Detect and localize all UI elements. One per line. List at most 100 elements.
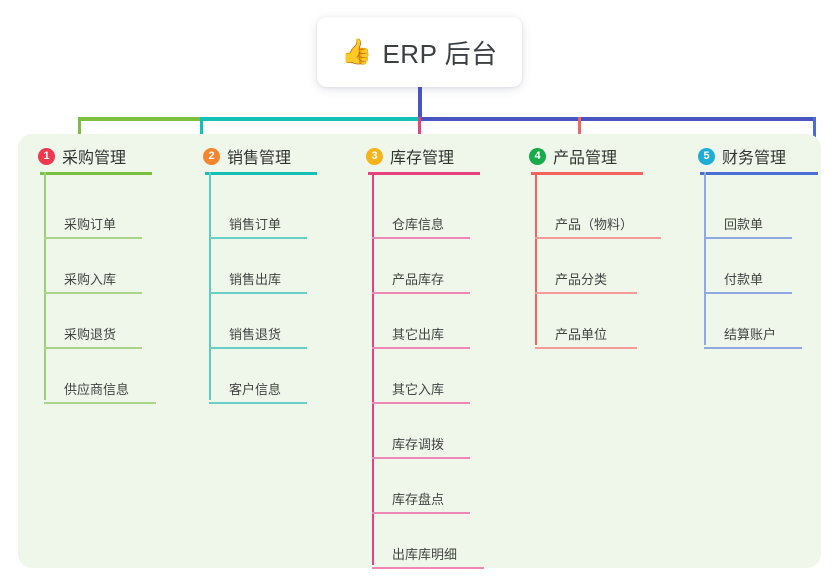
branch-number-badge: 2	[203, 147, 220, 165]
leaf-node-rule	[44, 237, 142, 239]
leaf-node-rule	[535, 292, 637, 294]
branch-title: 销售管理	[227, 150, 292, 167]
leaf-node-label: 采购入库	[64, 272, 117, 287]
branches-panel: 1 采购管理采购订单采购入库采购退货供应商信息 2 销售管理销售订单销售出库销售退货客…	[18, 134, 821, 569]
branch-header-3[interactable]: 3 库存管理	[366, 144, 454, 168]
leaf-node-rule	[535, 347, 637, 349]
leaf-node-rule	[209, 347, 307, 349]
leaf-node-label: 其它入库	[392, 382, 445, 397]
branch-header-rule	[368, 172, 480, 175]
branch-drop-5	[813, 117, 816, 139]
branch-header-2[interactable]: 2 销售管理	[203, 144, 291, 168]
leaf-node-rule	[372, 347, 470, 349]
branch-title: 财务管理	[722, 150, 787, 167]
branch-spine	[209, 172, 211, 400]
leaf-node[interactable]: 销售退货	[209, 319, 313, 349]
leaf-node-rule	[372, 457, 470, 459]
bus-segment-1	[78, 117, 200, 121]
leaf-node-label: 仓库信息	[392, 217, 445, 232]
thumbs-up-icon: 👍	[341, 37, 373, 66]
bus-segment-2	[200, 117, 418, 121]
leaf-node-rule	[372, 402, 470, 404]
leaf-node[interactable]: 产品库存	[372, 264, 476, 294]
leaf-node[interactable]: 产品分类	[535, 264, 643, 294]
leaf-node-label: 产品单位	[555, 327, 608, 342]
leaf-node-label: 销售出库	[229, 272, 282, 287]
leaf-node-rule	[372, 512, 470, 514]
branch-header-rule	[700, 172, 818, 175]
branch-number-badge: 4	[529, 147, 546, 165]
branch-header-rule	[531, 172, 643, 175]
leaf-node-label: 产品分类	[555, 272, 608, 287]
leaf-node-label: 库存调拨	[392, 437, 445, 452]
leaf-node[interactable]: 库存盘点	[372, 484, 476, 514]
leaf-node[interactable]: 库存调拨	[372, 429, 476, 459]
leaf-node[interactable]: 供应商信息	[44, 374, 162, 404]
leaf-node-rule	[704, 347, 802, 349]
branch-spine	[372, 172, 374, 565]
leaf-node-rule	[209, 237, 307, 239]
leaf-node-label: 销售退货	[229, 327, 282, 342]
leaf-node-rule	[44, 347, 142, 349]
branch-spine	[44, 172, 46, 400]
branch-header-rule	[205, 172, 317, 175]
branch-spine	[535, 172, 537, 345]
branch-header-1[interactable]: 1 采购管理	[38, 144, 126, 168]
page-title: ERP 后台	[382, 38, 498, 69]
leaf-node[interactable]: 结算账户	[704, 319, 808, 349]
branch-number-badge: 1	[38, 147, 55, 165]
leaf-node-rule	[209, 292, 307, 294]
branch-number-badge: 3	[366, 147, 383, 165]
leaf-node-rule	[535, 237, 661, 239]
branch-drop-1	[78, 117, 81, 139]
leaf-node-rule	[372, 567, 484, 569]
leaf-node[interactable]: 销售出库	[209, 264, 313, 294]
branch-header-5[interactable]: 5 财务管理	[698, 144, 786, 168]
leaf-node[interactable]: 回款单	[704, 209, 798, 239]
leaf-node[interactable]: 出库库明细	[372, 539, 490, 569]
leaf-node-label: 销售订单	[229, 217, 282, 232]
leaf-node-rule	[209, 402, 307, 404]
trunk-connector	[418, 87, 422, 119]
branch-title: 产品管理	[553, 150, 618, 167]
leaf-node[interactable]: 产品（物料）	[535, 209, 667, 239]
leaf-node[interactable]: 客户信息	[209, 374, 313, 404]
branch-number-badge: 5	[698, 147, 715, 165]
branch-title: 采购管理	[62, 150, 127, 167]
branch-spine	[704, 172, 706, 345]
leaf-node-label: 产品库存	[392, 272, 445, 287]
leaf-node-label: 供应商信息	[64, 382, 130, 397]
branch-header-4[interactable]: 4 产品管理	[529, 144, 617, 168]
leaf-node[interactable]: 产品单位	[535, 319, 643, 349]
leaf-node-label: 回款单	[724, 217, 764, 232]
leaf-node[interactable]: 采购退货	[44, 319, 148, 349]
leaf-node-rule	[44, 292, 142, 294]
leaf-node-label: 库存盘点	[392, 492, 445, 507]
leaf-node-rule	[44, 402, 156, 404]
leaf-node[interactable]: 其它入库	[372, 374, 476, 404]
leaf-node-label: 产品（物料）	[555, 217, 634, 232]
branch-drop-2	[200, 117, 203, 139]
leaf-node-label: 其它出库	[392, 327, 445, 342]
leaf-node-label: 出库库明细	[392, 547, 458, 562]
root-node-card[interactable]: 👍 ERP 后台	[317, 17, 522, 87]
leaf-node-rule	[704, 237, 792, 239]
leaf-node-rule	[704, 292, 792, 294]
leaf-node[interactable]: 其它出库	[372, 319, 476, 349]
branch-title: 库存管理	[390, 150, 455, 167]
leaf-node[interactable]: 采购订单	[44, 209, 148, 239]
leaf-node-label: 采购订单	[64, 217, 117, 232]
bus-segment-3	[418, 117, 816, 121]
leaf-node-label: 采购退货	[64, 327, 117, 342]
branch-drop-4	[578, 117, 581, 139]
leaf-node[interactable]: 仓库信息	[372, 209, 476, 239]
leaf-node[interactable]: 销售订单	[209, 209, 313, 239]
leaf-node-label: 结算账户	[724, 327, 777, 342]
leaf-node-rule	[372, 237, 470, 239]
leaf-node-label: 客户信息	[229, 382, 282, 397]
leaf-node-rule	[372, 292, 470, 294]
leaf-node[interactable]: 付款单	[704, 264, 798, 294]
leaf-node[interactable]: 采购入库	[44, 264, 148, 294]
branch-header-rule	[40, 172, 152, 175]
